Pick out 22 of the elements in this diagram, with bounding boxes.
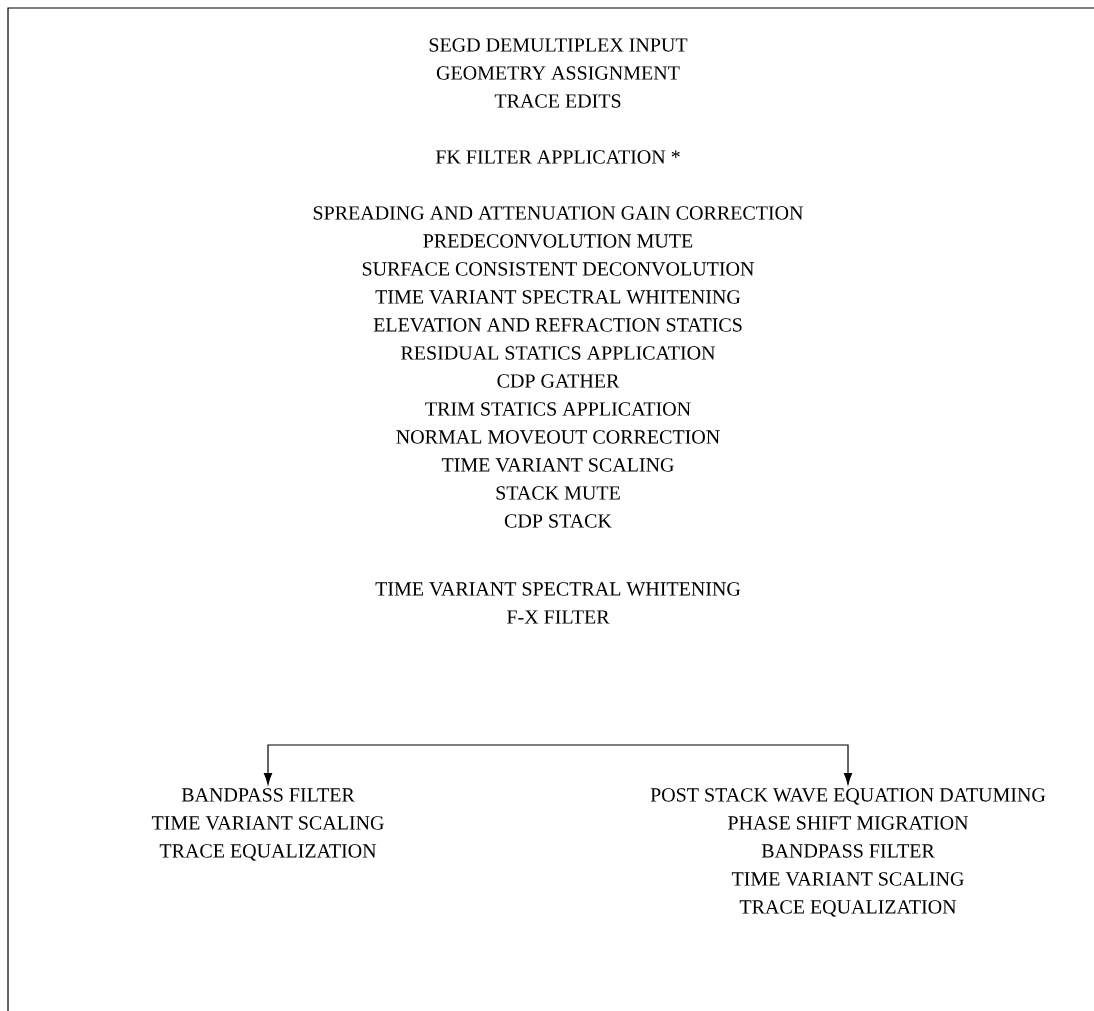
step-list: BANDPASS FILTER TIME VARIANT SCALING TRACE EQUALIZATION	[151, 788, 384, 861]
step-text: SURFACE CONSISTENT DECONVOLUTION	[362, 262, 754, 276]
step-text: PREDECONVOLUTION MUTE	[423, 234, 693, 248]
step-text: GEOMETRY ASSIGNMENT	[436, 66, 680, 80]
step-list: POST STACK WAVE EQUATION DATUMING PHASE SHIFT MIGRATION BANDPASS FILTER TIME VARIANT SCALING TRACE EQUALIZATION	[650, 788, 1046, 917]
step-text: CDP STACK	[504, 514, 612, 528]
step-text: TRACE EDITS	[494, 94, 621, 108]
step-text: SPREADING AND ATTENUATION GAIN CORRECTION	[313, 206, 804, 220]
step-text: CDP GATHER	[497, 374, 620, 388]
step-text: RESIDUAL STATICS APPLICATION	[401, 346, 716, 360]
step-text: TRIM STATICS APPLICATION	[425, 402, 691, 416]
step-text: TIME VARIANT SPECTRAL WHITENING	[375, 290, 741, 304]
step-text: FK FILTER APPLICATION *	[435, 150, 680, 164]
step-text: STACK MUTE	[496, 486, 620, 500]
step-text: ELEVATION AND REFRACTION STATICS	[373, 318, 742, 332]
step-text: NORMAL MOVEOUT CORRECTION	[396, 430, 720, 444]
arrow	[557, 744, 853, 785]
step-text: SEGD DEMULTIPLEX INPUT	[429, 38, 688, 52]
step-text: TIME VARIANT SPECTRAL WHITENING	[375, 582, 741, 596]
step-text: F-X FILTER	[507, 610, 610, 624]
step-text: TIME VARIANT SCALING	[441, 458, 674, 472]
arrow	[263, 744, 559, 785]
